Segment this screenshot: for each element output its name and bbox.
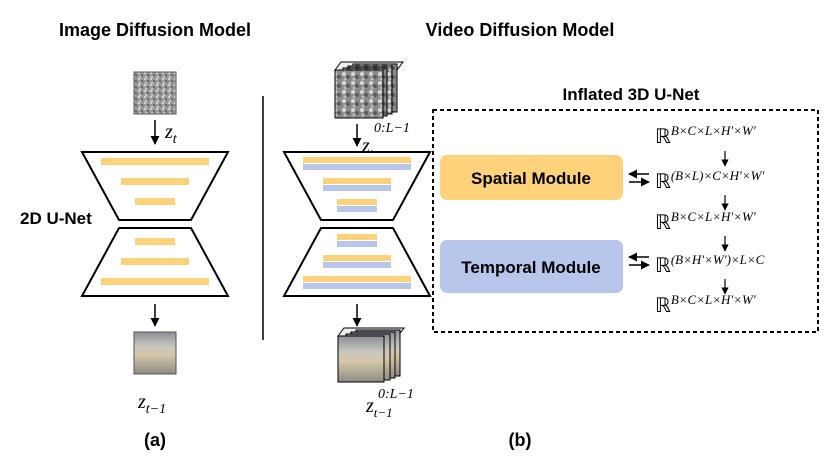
caption-b: (b) <box>509 430 532 450</box>
feature-bar <box>135 238 175 245</box>
shape-row-5: ℝB×C×L×H′×W′ <box>655 292 756 317</box>
shape-row-1: ℝB×C×L×H′×W′ <box>655 123 756 148</box>
temporal-bar <box>303 283 411 289</box>
panel-b-title: Video Diffusion Model <box>426 20 615 40</box>
temporal-bar <box>323 262 391 268</box>
temporal-module-label: Temporal Module <box>461 258 600 277</box>
shape-row-spatial: ℝ(B×L)×C×H′×W′ <box>655 168 765 193</box>
caption-a: (a) <box>144 430 166 450</box>
feature-bar <box>101 278 209 285</box>
inflated-unet-box <box>432 109 819 333</box>
denoised-image-a <box>133 331 177 375</box>
temporal-bar <box>303 164 411 170</box>
temporal-bar <box>337 241 377 247</box>
output-sup-b: 0:L−1 <box>378 387 414 402</box>
feature-bar <box>337 234 377 240</box>
feature-bar <box>101 158 209 165</box>
feature-bar <box>303 157 411 163</box>
feature-bar <box>323 255 391 261</box>
inflated-unet-title: Inflated 3D U-Net <box>563 85 700 104</box>
input-sup-b: 0:L−1 <box>374 121 410 136</box>
shape-row-3: ℝB×C×L×H′×W′ <box>655 209 756 234</box>
unet-2d-label: 2D U-Net <box>20 209 92 228</box>
feature-bar <box>337 199 377 205</box>
feature-bar <box>303 276 411 282</box>
spatial-module-label: Spatial Module <box>471 169 591 188</box>
output-var-b: zt−1 <box>365 395 393 420</box>
denoised-frame-stack <box>337 327 405 383</box>
noise-frame-stack <box>334 61 404 119</box>
encoder-trapezoid-a <box>80 151 230 221</box>
feature-bar <box>121 258 189 265</box>
output-var-a: zt−1 <box>137 391 166 417</box>
spatial-module <box>440 155 623 200</box>
feature-bar <box>323 178 391 184</box>
feature-bar <box>121 178 189 185</box>
shape-row-temporal: ℝ(B×H′×W′)×L×C <box>655 252 765 277</box>
temporal-module <box>440 240 623 293</box>
temporal-bar <box>323 185 391 191</box>
temporal-bar <box>337 206 377 212</box>
panel-a-title: Image Diffusion Model <box>59 20 251 40</box>
feature-bar <box>135 198 175 205</box>
noise-image-a <box>133 71 177 115</box>
input-var-a: zt <box>164 121 178 147</box>
